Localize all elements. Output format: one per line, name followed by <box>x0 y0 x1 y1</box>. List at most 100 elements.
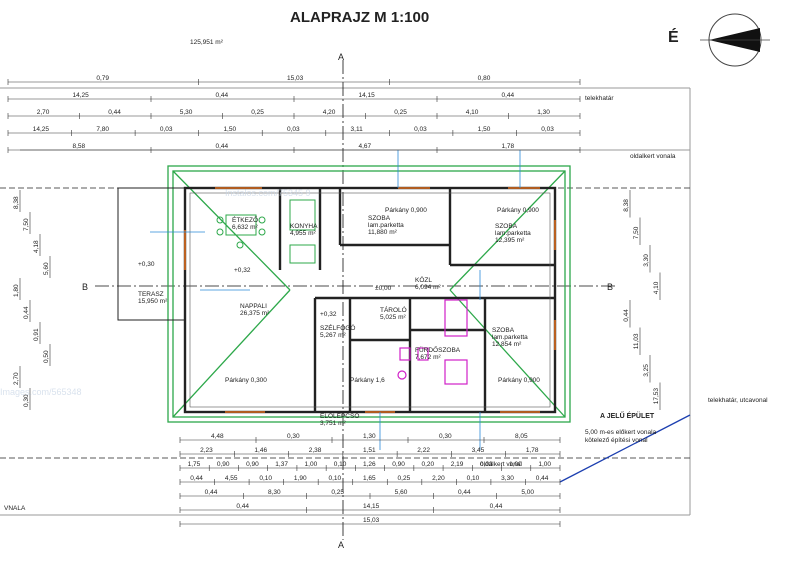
dim-label: 3,30 <box>643 254 650 267</box>
kitchen-furniture <box>216 199 316 264</box>
room-name: TERASZ <box>138 291 164 298</box>
dim-label: 2,70 <box>37 109 50 116</box>
note-elokert: 5,00 m-es előkert vonala <box>585 429 657 436</box>
street-line <box>559 414 691 483</box>
dim-label: 1,37 <box>275 461 288 468</box>
dim-label: 0,25 <box>331 489 344 496</box>
walls <box>117 186 557 414</box>
dim-label: 2,22 <box>417 447 430 454</box>
dim-label: 14,25 <box>73 92 90 99</box>
dim-label: 5,30 <box>180 109 193 116</box>
dim-label: 0,90 <box>246 461 259 468</box>
parkany-room-3: Párkány 0,900 <box>498 377 540 384</box>
dim-label: 4,10 <box>466 109 479 116</box>
drawing-title: ALAPRAJZ M 1:100 <box>290 9 429 26</box>
left-dimension-chain: 8,387,504,185,601,800,440,910,502,700,30 <box>13 190 51 410</box>
section-b-right: B <box>607 282 613 292</box>
wall-inner-lines <box>189 192 551 408</box>
dim-label: 17,53 <box>653 388 660 405</box>
dim-label: 1,00 <box>538 461 551 468</box>
plot-area-label: 125,951 m² <box>190 39 224 46</box>
dim-label: 5,60 <box>43 262 50 275</box>
dim-label: 8,58 <box>73 143 86 150</box>
section-b-left: B <box>82 282 88 292</box>
dim-label: 4,67 <box>359 143 372 150</box>
dim-label: 0,44 <box>502 92 515 99</box>
dim-label: 1,30 <box>363 433 376 440</box>
parkany-room-1: Párkány 0,900 <box>385 207 427 214</box>
north-label: É <box>668 27 679 46</box>
section-lines <box>95 60 615 540</box>
room-area: 5,025 m² <box>380 314 406 321</box>
dim-label: 2,20 <box>432 475 445 482</box>
dim-label: 7,80 <box>96 126 109 133</box>
note-epitesi: kötelező építési vonal <box>585 437 648 444</box>
dim-label: 0,44 <box>216 92 229 99</box>
dim-label: 0,90 <box>217 461 230 468</box>
dim-label: 0,03 <box>287 126 300 133</box>
watermark-1: Instalos.com/75345 9 <box>225 188 311 198</box>
dim-label: 0,44 <box>458 489 471 496</box>
room-area: 12,395 m² <box>495 237 525 244</box>
dim-label: 0,44 <box>490 503 503 510</box>
room-name: SZOBA <box>495 223 518 230</box>
room-area: 6,094 m² <box>415 284 441 291</box>
room-floor: lam.parketta <box>492 334 528 341</box>
dim-label: 0,03 <box>480 461 493 468</box>
dim-label: 1,75 <box>188 461 201 468</box>
section-a-top: A <box>338 52 344 62</box>
parkany-nappali: Párkány 0,300 <box>225 377 267 384</box>
dim-label: 0,25 <box>398 475 411 482</box>
room-floor: lam.parketta <box>495 230 531 237</box>
room-name: KONYHA <box>290 223 318 230</box>
dim-label: 0,03 <box>160 126 173 133</box>
room-area: 26,375 m² <box>240 310 270 317</box>
dim-label: 3,45 <box>472 447 485 454</box>
dim-label: 0,03 <box>414 126 427 133</box>
dim-label: 0,44 <box>205 489 218 496</box>
note-oldalkert-2: oldalkert vonal <box>480 461 522 468</box>
dim-label: 1,90 <box>294 475 307 482</box>
dim-label: 0,44 <box>108 109 121 116</box>
room-area: 15,950 m² <box>138 298 168 305</box>
room-area: 7,672 m² <box>415 354 441 361</box>
dim-label: 3,30 <box>501 475 514 482</box>
note-vnala: VNALA <box>4 505 26 512</box>
dim-label: 2,19 <box>451 461 464 468</box>
dim-label: 0,03 <box>541 126 554 133</box>
dim-label: 0,10 <box>328 475 341 482</box>
dim-label: 0,90 <box>392 461 405 468</box>
dim-label: 3,25 <box>643 364 650 377</box>
dim-label: 4,18 <box>33 240 40 253</box>
dim-label: 5,00 <box>521 489 534 496</box>
dim-label: 4,55 <box>225 475 238 482</box>
room-name: TÁROLÓ <box>380 305 407 314</box>
parkany-room-2: Párkány 0,900 <box>497 207 539 214</box>
dim-label: 0,10 <box>259 475 272 482</box>
dim-label: 14,25 <box>33 126 50 133</box>
parkany-wc: Párkány 1,6 <box>350 377 385 384</box>
dim-label: 5,60 <box>395 489 408 496</box>
dim-label: 7,50 <box>633 226 640 239</box>
dim-label: 3,11 <box>351 126 364 133</box>
dim-label: 1,80 <box>13 284 20 297</box>
dim-label: 0,25 <box>251 109 264 116</box>
plot-boundary <box>0 87 691 516</box>
dim-label: 14,15 <box>363 503 380 510</box>
dim-label: 0,25 <box>394 109 407 116</box>
room-name: ELŐLÉPCSŐ <box>320 411 359 420</box>
level-mark: ±0,00 <box>375 285 392 292</box>
watermark-2: Images.com/565348 <box>0 387 82 397</box>
room-name: SZÉLFOGÓ <box>320 323 355 332</box>
dim-label: 0,44 <box>190 475 203 482</box>
room-area: 5,267 m² <box>320 332 346 339</box>
dim-label: 1,26 <box>363 461 376 468</box>
room-area: 12,854 m² <box>492 341 522 348</box>
dim-label: 1,78 <box>526 447 539 454</box>
dim-label: 0,44 <box>23 306 30 319</box>
